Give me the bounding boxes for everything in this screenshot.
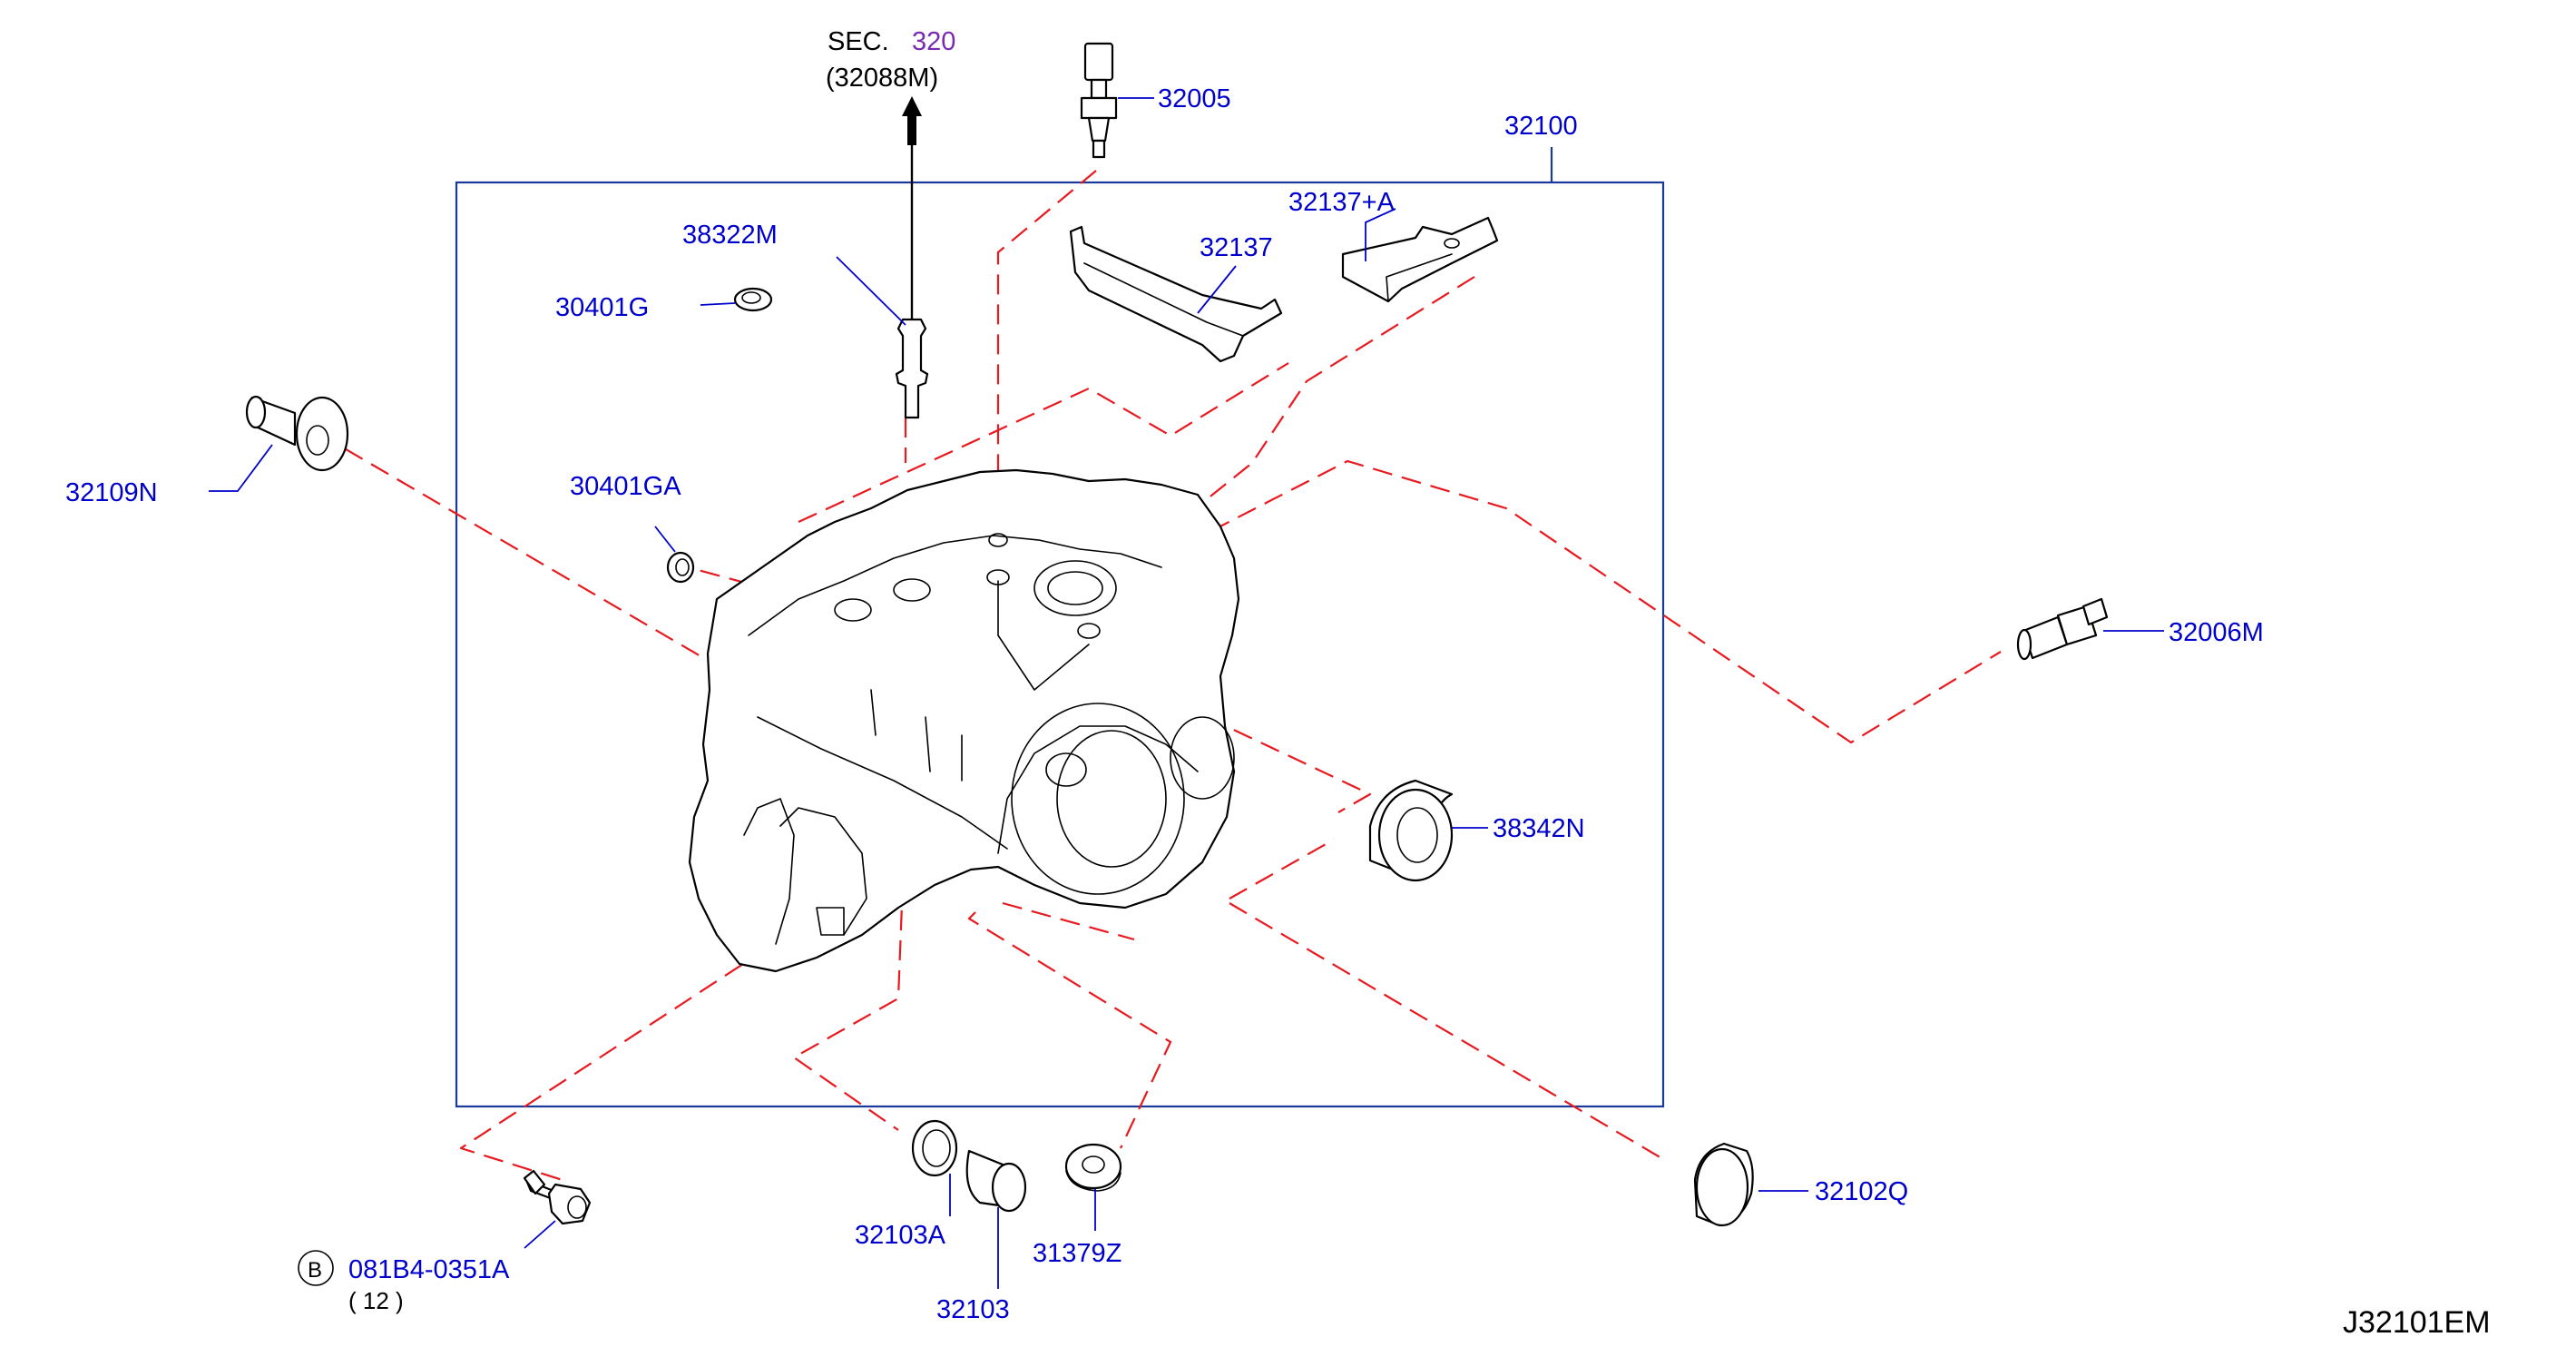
leader-32137A — [1365, 208, 1396, 261]
label-32006M: 32006M — [2169, 618, 2264, 647]
part-32006M-sensor — [2016, 597, 2109, 661]
label-30401GA: 30401GA — [570, 472, 681, 501]
label-30401G: 30401G — [555, 293, 649, 322]
dashed-guide-lines — [318, 170, 2002, 1182]
part-32102Q-cap — [1693, 1142, 1754, 1227]
part-32103-plug — [965, 1149, 1027, 1213]
leader-30401GA — [654, 526, 676, 553]
label-32103A: 32103A — [855, 1221, 946, 1250]
label-32005: 32005 — [1158, 84, 1231, 113]
part-38342N-seal — [1368, 779, 1454, 882]
sec-number: 320 — [912, 27, 955, 56]
part-32103A-oring — [911, 1119, 958, 1177]
leader-38322M — [836, 256, 906, 326]
label-32103: 32103 — [936, 1295, 1010, 1324]
bolt-quantity: ( 12 ) — [348, 1287, 404, 1314]
part-32137-bracket — [1069, 225, 1283, 363]
leader-30401G — [700, 302, 736, 306]
label-31379Z: 31379Z — [1033, 1239, 1121, 1268]
part-32109N-plug — [245, 395, 349, 472]
part-32137A-bracket — [1341, 216, 1499, 303]
part-32005-sensor — [1080, 42, 1118, 159]
label-32137: 32137 — [1200, 233, 1273, 262]
label-32109N: 32109N — [65, 478, 158, 507]
label-38342N: 38342N — [1493, 814, 1585, 843]
bolt-circle-marker — [298, 1250, 334, 1286]
diagram-id: J32101EM — [2343, 1305, 2491, 1340]
bolt-circle-letter: B — [308, 1258, 322, 1283]
assembly-frame — [455, 181, 1665, 1108]
part-38322M-pin — [895, 96, 929, 419]
leader-32137 — [1197, 265, 1237, 314]
part-31379Z-washer — [1064, 1143, 1122, 1192]
part-081B4-0351A-bolt — [523, 1169, 592, 1225]
leader-32109N — [209, 444, 273, 492]
leader-081B4-0351A — [524, 1220, 556, 1249]
transaxle-case — [688, 468, 1240, 973]
sec-label: SEC. — [828, 27, 889, 56]
label-32137A: 32137+A — [1288, 188, 1396, 217]
label-38322M: 38322M — [682, 221, 778, 250]
label-32102Q: 32102Q — [1815, 1177, 1908, 1206]
sec-reference: (32088M) — [826, 64, 938, 93]
part-30401G-ring — [733, 287, 773, 312]
label-081B4-0351A: 081B4-0351A — [348, 1255, 510, 1284]
part-30401GA-ring — [666, 551, 695, 584]
label-32100: 32100 — [1504, 112, 1578, 141]
